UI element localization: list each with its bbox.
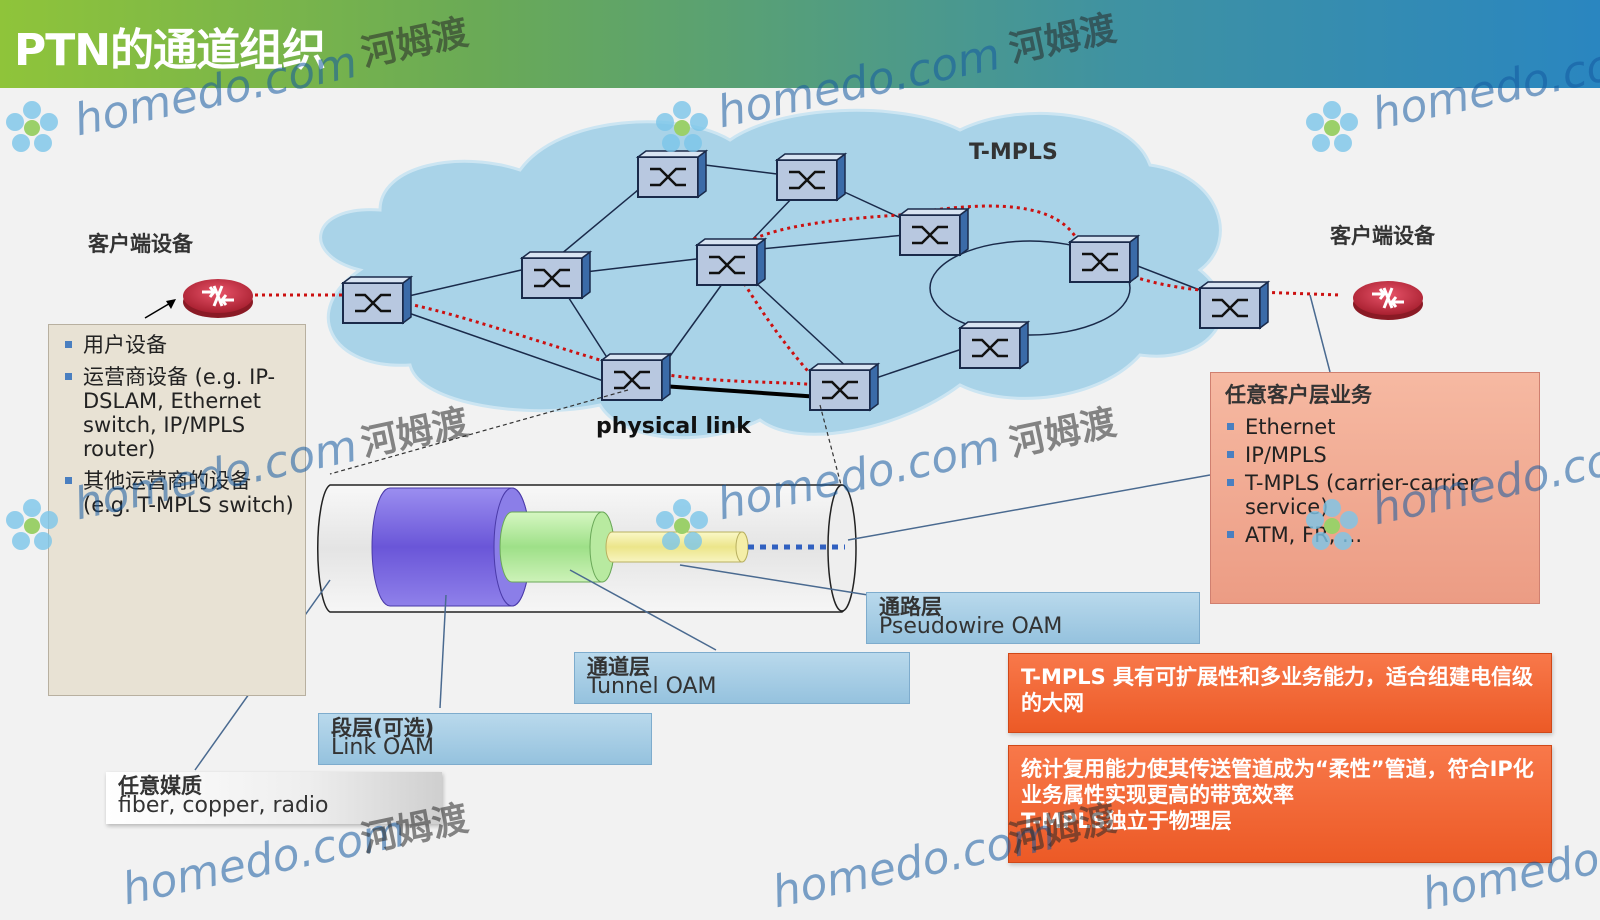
watermark-flower-icon <box>656 101 708 152</box>
tunnel-oam-box: 通道层 Tunnel OAM <box>574 652 910 704</box>
switch-node <box>520 250 592 300</box>
network-diagram <box>144 108 1425 771</box>
client-device-left-label: 客户端设备 <box>88 232 193 256</box>
client-device-right-label: 客户端设备 <box>1330 224 1435 248</box>
watermark-flower-icon <box>656 499 708 550</box>
client-service-item: ATM, FR, ... <box>1225 523 1527 547</box>
switch-node <box>808 362 880 412</box>
media-cn: 任意媒质 <box>118 774 202 798</box>
note-multiplexing: 统计复用能力使其传送管道成为“柔性”管道，符合IP化业务属性实现更高的带宽效率 … <box>1008 745 1552 863</box>
watermark-flower-icon <box>6 499 58 550</box>
switch-edge-right <box>1198 280 1270 330</box>
client-device-item: 用户设备 <box>63 333 295 357</box>
cloud-label: T-MPLS <box>969 140 1058 165</box>
link-oam-box: 段层(可选) Link OAM <box>318 713 652 765</box>
client-service-item: Ethernet <box>1225 415 1527 439</box>
note-multiplexing-text: 统计复用能力使其传送管道成为“柔性”管道，符合IP化业务属性实现更高的带宽效率 <box>1021 757 1534 807</box>
client-devices-box: 用户设备 运营商设备 (e.g. IP-DSLAM, Ethernet swit… <box>48 324 306 696</box>
switch-node <box>695 237 767 287</box>
client-service-item: T-MPLS (carrier-carrier service) <box>1225 471 1527 519</box>
client-device-item: 运营商设备 (e.g. IP-DSLAM, Ethernet switch, I… <box>63 365 295 461</box>
page-title: PTN的通道组织 <box>14 25 326 76</box>
pseudowire-oam-box: 通路层 Pseudowire OAM <box>866 592 1200 644</box>
link-oam-en: Link OAM <box>331 735 435 760</box>
client-service-item: IP/MPLS <box>1225 443 1527 467</box>
client-service-box: 任意客户层业务 Ethernet IP/MPLS T-MPLS (carrier… <box>1210 372 1540 604</box>
note-scalability: T-MPLS 具有可扩展性和多业务能力，适合组建电信级的大网 <box>1008 653 1552 733</box>
switch-node <box>898 207 970 257</box>
router-left-icon <box>181 277 255 320</box>
router-right-icon <box>1351 279 1425 322</box>
switch-node <box>600 352 672 402</box>
title-bar: PTN的通道组织 <box>0 0 1600 88</box>
switch-node <box>1068 234 1140 284</box>
switch-edge-left <box>341 275 413 325</box>
physical-link-line <box>661 384 821 399</box>
switch-node <box>775 152 847 202</box>
tunnel-oam-en: Tunnel OAM <box>587 674 717 699</box>
switch-node <box>958 320 1030 370</box>
pseudowire-oam-cn: 通路层 <box>879 595 942 619</box>
pseudowire-oam-en: Pseudowire OAM <box>879 614 1063 639</box>
watermark-flower-icon <box>1306 101 1358 152</box>
media-en: fiber, copper, radio <box>118 793 329 818</box>
client-device-item: 其他运营商的设备 (e.g. T-MPLS switch) <box>63 469 295 517</box>
media-box: 任意媒质 fiber, copper, radio <box>106 772 442 824</box>
tunnel-oam-cn: 通道层 <box>587 655 650 679</box>
oam-layer-pipe <box>316 484 857 613</box>
physical-link-label: physical link <box>596 414 751 439</box>
watermark-flower-icon <box>6 101 58 152</box>
link-oam-cn: 段层(可选) <box>331 716 435 740</box>
watermark-flower-icon <box>1306 499 1358 550</box>
note-physical-independence: T-MPLS独立于物理层 <box>1021 809 1232 833</box>
client-service-title: 任意客户层业务 <box>1225 383 1372 407</box>
